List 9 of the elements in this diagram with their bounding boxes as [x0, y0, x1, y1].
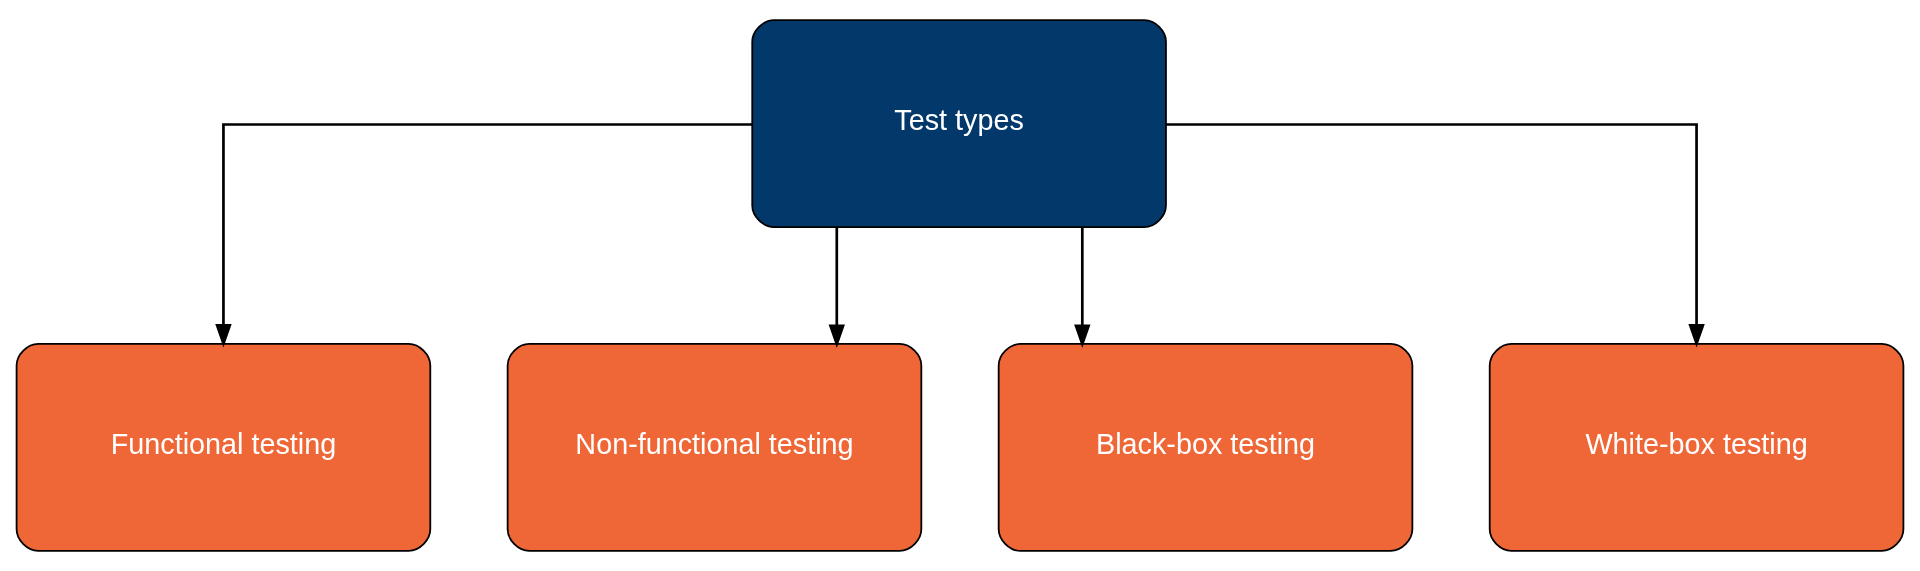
- node-box: Non-functional testing: [506, 343, 923, 552]
- arrow: [1166, 123, 1705, 348]
- arrow: [828, 227, 845, 348]
- arrow: [215, 123, 753, 348]
- node-box: Test types: [751, 19, 1167, 228]
- arrow: [1074, 227, 1091, 348]
- node-box: Black-box testing: [997, 343, 1414, 552]
- node-box: Functional testing: [15, 343, 432, 552]
- node-box: White-box testing: [1488, 343, 1905, 552]
